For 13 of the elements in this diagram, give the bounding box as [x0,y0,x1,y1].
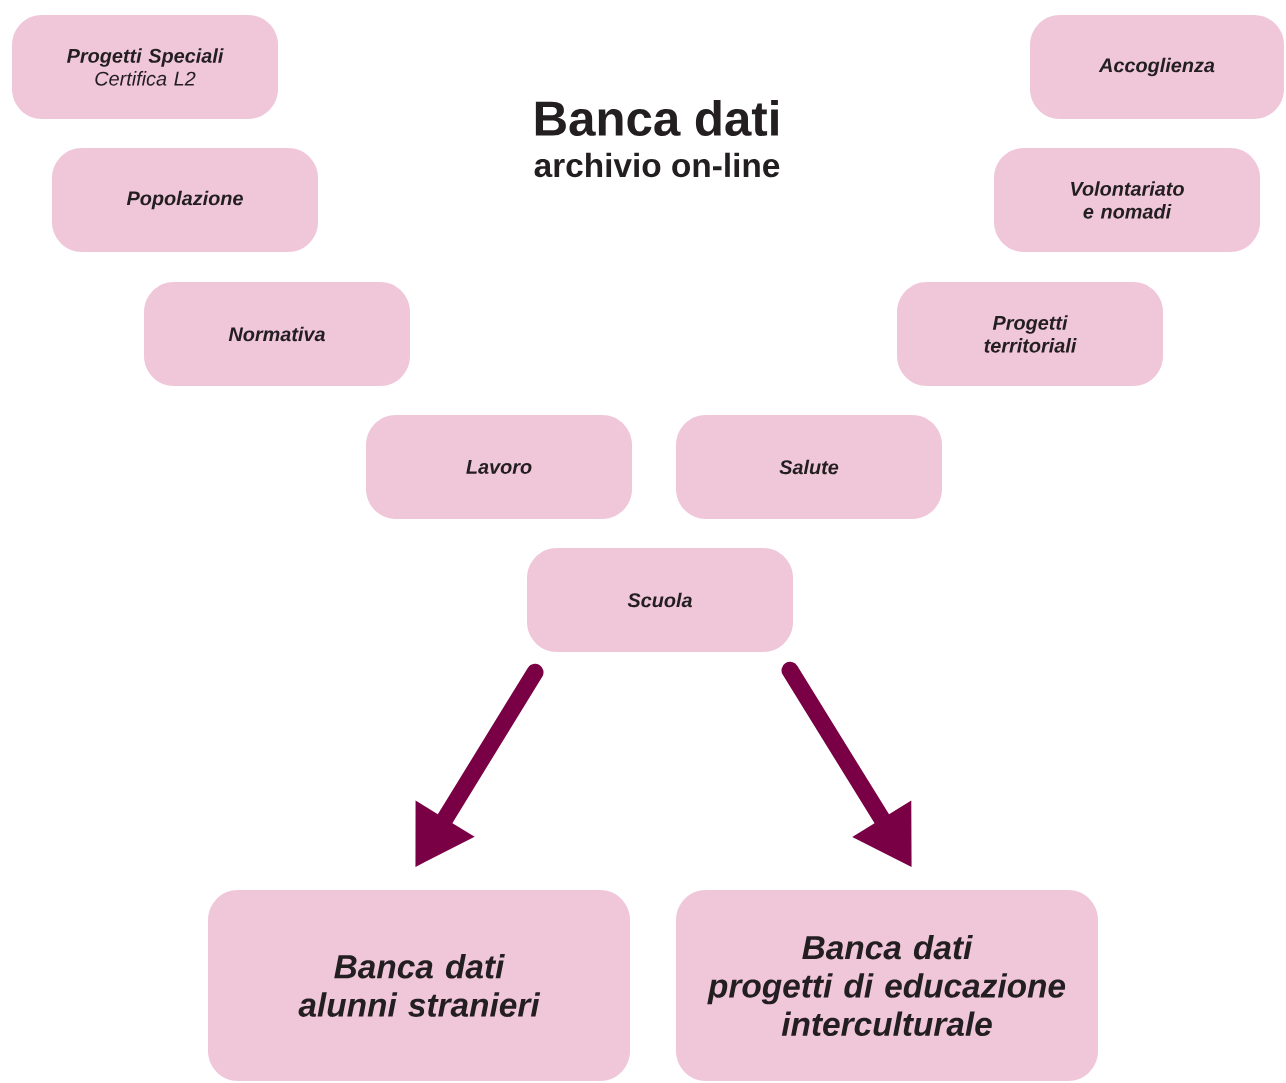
rounded-box: Normativa [144,282,410,386]
rounded-box: Popolazione [52,148,318,252]
rounded-box: Volontariato e nomadi [994,148,1260,252]
title: Banca dati [535,99,778,137]
rounded-box: Banca dati progetti di educazione interculturale [676,890,1098,1081]
rounded-box: Accoglienza [1030,15,1284,119]
rounded-box: Progetti Speciali Certifica L2 [12,15,278,119]
rounded-box: Scuola [527,548,793,652]
rounded-box: Lavoro [366,415,632,519]
rounded-box: Banca dati alunni stranieri [208,890,630,1081]
rounded-box: Salute [676,415,942,519]
subtitle: archivio on-line [534,152,780,178]
rounded-box: Progetti territoriali [897,282,1163,386]
